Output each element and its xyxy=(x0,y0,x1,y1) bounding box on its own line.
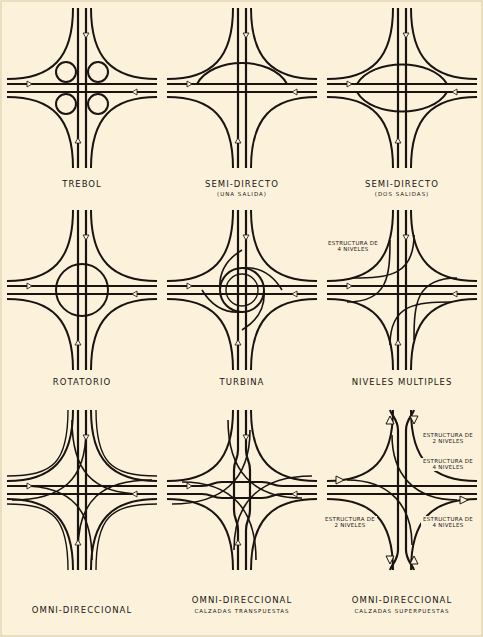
omnidirectional-interchange xyxy=(327,410,477,570)
type-label: OMNI-DIRECCIONAL xyxy=(352,596,452,606)
semi-direct-interchange xyxy=(167,8,317,168)
type-label: TREBOL xyxy=(62,180,102,190)
cloverleaf-interchange xyxy=(7,8,157,168)
omnidirectional-interchange xyxy=(167,410,317,570)
type-label: SEMI-DIRECTO xyxy=(205,180,279,190)
type-label: TURBINA xyxy=(220,378,265,388)
omnidirectional-interchange xyxy=(7,410,157,570)
semi-direct-interchange xyxy=(327,8,477,168)
structure-note: ESTRUCTURA DE 2 NIVELES xyxy=(323,516,377,529)
multilevel-interchange xyxy=(327,210,477,370)
subtitle-label: CALZADAS TRANSPUESTAS xyxy=(194,608,289,614)
type-label: ROTATORIO xyxy=(53,378,111,388)
turbine-interchange xyxy=(167,210,317,370)
structure-note: ESTRUCTURA DE 4 NIVELES xyxy=(326,240,380,253)
subtitle-label: (UNA SALIDA) xyxy=(217,191,267,197)
rotary-interchange xyxy=(7,210,157,370)
structure-note: ESTRUCTURA DE 4 NIVELES xyxy=(421,516,475,529)
subtitle-label: (DOS SALIDAS) xyxy=(375,191,430,197)
structure-note: ESTRUCTURA DE 2 NIVELES xyxy=(421,432,475,445)
subtitle-label: CALZADAS SUPERPUESTAS xyxy=(355,608,450,614)
type-label: NIVELES MULTIPLES xyxy=(352,378,453,388)
type-label: OMNI-DIRECCIONAL xyxy=(32,606,132,616)
structure-note: ESTRUCTURA DE 4 NIVELES xyxy=(421,458,475,471)
type-label: OMNI-DIRECCIONAL xyxy=(192,596,292,606)
type-label: SEMI-DIRECTO xyxy=(365,180,439,190)
